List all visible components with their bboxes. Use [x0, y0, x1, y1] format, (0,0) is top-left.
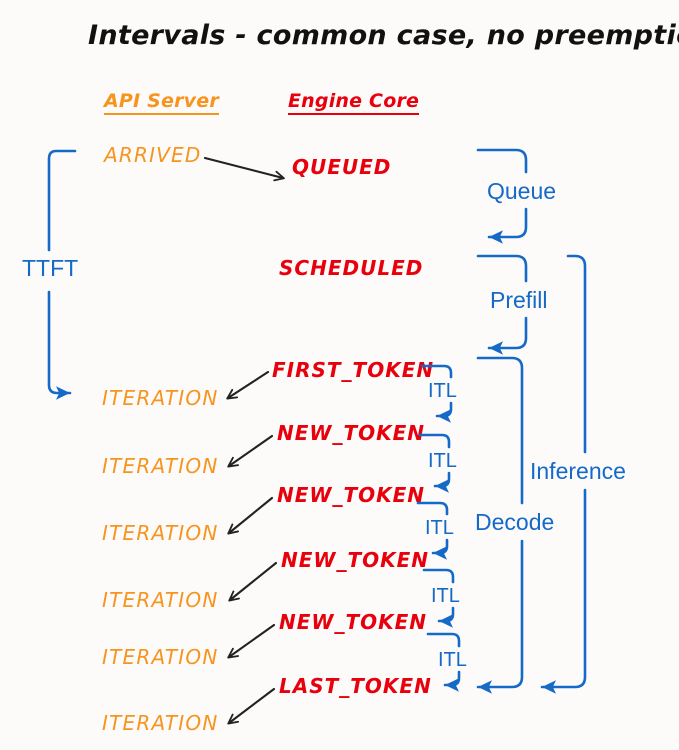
engine-state-new-token-4: NEW_TOKEN [279, 610, 428, 634]
interval-label-queue: Queue [487, 178, 557, 204]
engine-state-last-token: LAST_TOKEN [279, 674, 432, 698]
interval-label-itl-2: ITL [428, 450, 457, 472]
api-state-iteration-4: ITERATION [102, 588, 219, 612]
engine-state-new-token-1: NEW_TOKEN [277, 421, 426, 445]
api-state-iteration-5: ITERATION [102, 645, 219, 669]
interval-label-prefill: Prefill [490, 287, 548, 313]
api-state-iteration-2: ITERATION [102, 454, 219, 478]
api-state-iteration-6: ITERATION [102, 711, 219, 735]
arrow-new-token-1-to-iteration [227, 434, 274, 468]
arrow-new-token-3-to-iteration [228, 561, 278, 602]
arrow-new-token-2-to-iteration [227, 496, 274, 535]
interval-label-itl-3: ITL [425, 517, 454, 539]
arrow-new-token-4-to-iteration [227, 623, 276, 659]
interval-label-itl-5: ITL [438, 649, 467, 671]
api-state-iteration-1: ITERATION [102, 386, 219, 410]
engine-state-scheduled: SCHEDULED [279, 256, 424, 280]
interval-label-itl-1: ITL [428, 380, 457, 402]
api-state-iteration-3: ITERATION [102, 521, 219, 545]
interval-label-ttft: TTFT [22, 255, 79, 281]
arrow-arrived-to-queued [203, 156, 285, 182]
engine-state-first-token: FIRST_TOKEN [272, 358, 435, 382]
interval-label-inference: Inference [530, 458, 626, 484]
engine-state-queued: QUEUED [292, 155, 392, 179]
interval-label-itl-4: ITL [431, 585, 460, 607]
page-title: Intervals - common case, no preemptions [88, 20, 679, 51]
interval-label-decode: Decode [475, 509, 555, 535]
engine-state-new-token-2: NEW_TOKEN [277, 483, 426, 507]
api-state-arrived: ARRIVED [104, 143, 202, 167]
arrow-last-token-to-iteration [227, 687, 276, 725]
column-header-api-server: API Server [104, 92, 219, 115]
engine-state-new-token-3: NEW_TOKEN [281, 548, 430, 572]
arrow-first-token-to-iteration [226, 370, 270, 400]
column-header-engine-core: Engine Core [288, 92, 420, 115]
